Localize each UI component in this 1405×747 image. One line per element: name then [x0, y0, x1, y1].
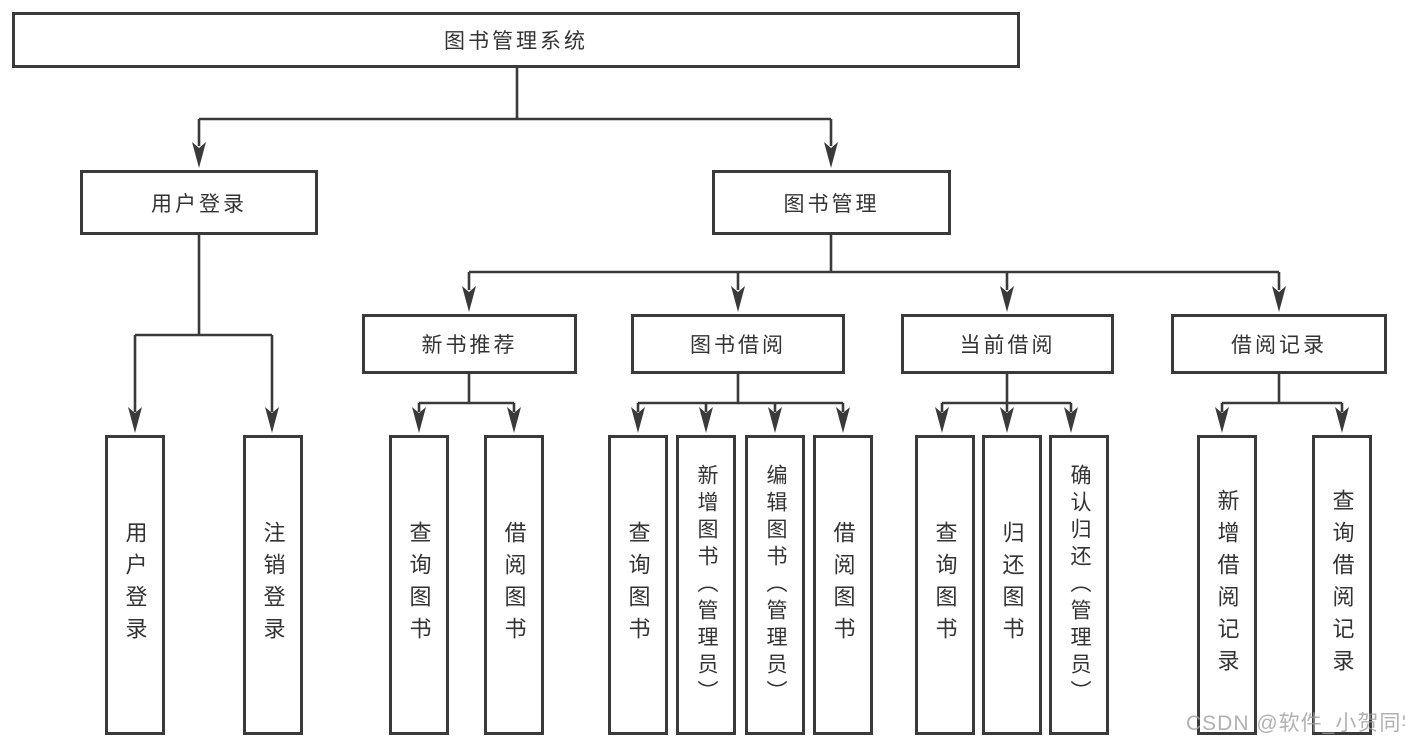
connector-new-book-children	[417, 374, 516, 412]
node-label: 新书推荐	[421, 334, 518, 357]
leaf-logout-login: 注销登录	[243, 435, 303, 735]
leaf-borrow-books-borrowing: 借阅图书	[813, 435, 873, 735]
node-borrowing-records: 借阅记录	[1171, 314, 1387, 374]
node-current-borrowing: 当前借阅	[901, 314, 1114, 374]
node-label: 借阅记录	[1231, 334, 1327, 357]
leaf-label: 用户登录	[122, 521, 148, 649]
leaf-query-books-current: 查询图书	[915, 435, 975, 735]
connector-borrow-records-children	[1220, 374, 1344, 412]
node-label: 图书管理	[783, 192, 880, 216]
leaf-add-borrow-record: 新增借阅记录	[1197, 435, 1257, 735]
leaf-label: 借阅图书	[501, 521, 527, 649]
leaf-label: 新增借阅记录	[1214, 489, 1240, 681]
leaf-label: 查询图书	[625, 521, 651, 649]
leaf-query-borrow-record: 查询借阅记录	[1312, 435, 1372, 735]
leaf-label: 查询图书	[932, 521, 958, 649]
connector-book-borrow-children	[636, 374, 845, 412]
connector-current-borrow-children	[940, 374, 1073, 412]
node-label: 当前借阅	[959, 334, 1056, 357]
leaf-query-books-recommend: 查询图书	[389, 435, 449, 735]
leaf-label: 新增图书（管理员）	[695, 463, 719, 707]
leaf-add-book-admin: 新增图书（管理员）	[676, 435, 736, 735]
leaf-label: 查询图书	[406, 521, 432, 649]
connector-root-to-level2	[197, 68, 833, 146]
leaf-label: 归还图书	[999, 521, 1025, 649]
leaf-label: 查询借阅记录	[1329, 489, 1355, 681]
leaf-confirm-return-admin: 确认归还（管理员）	[1049, 435, 1109, 735]
node-label: 图书借阅	[690, 334, 786, 357]
node-new-book-recommend: 新书推荐	[362, 314, 577, 374]
leaf-label: 编辑图书（管理员）	[764, 463, 788, 707]
node-label: 用户登录	[151, 192, 247, 216]
node-label: 图书管理系统	[444, 30, 588, 53]
leaf-label: 注销登录	[260, 521, 286, 649]
leaf-user-login: 用户登录	[105, 435, 165, 735]
node-book-management: 图书管理	[712, 170, 951, 235]
node-user-login: 用户登录	[80, 170, 318, 235]
leaf-borrow-books-recommend: 借阅图书	[484, 435, 544, 735]
leaf-query-books-borrowing: 查询图书	[608, 435, 668, 735]
connector-user-login-children	[133, 235, 274, 412]
leaf-label: 确认归还（管理员）	[1068, 463, 1092, 707]
leaf-return-books: 归还图书	[982, 435, 1042, 735]
watermark: CSDN @软件_小贺同学	[1186, 712, 1405, 735]
node-library-system: 图书管理系统	[12, 12, 1020, 68]
leaf-edit-book-admin: 编辑图书（管理员）	[745, 435, 805, 735]
connector-book-management-children	[467, 235, 1281, 290]
leaf-label: 借阅图书	[830, 521, 856, 649]
node-book-borrowing: 图书借阅	[631, 314, 845, 374]
